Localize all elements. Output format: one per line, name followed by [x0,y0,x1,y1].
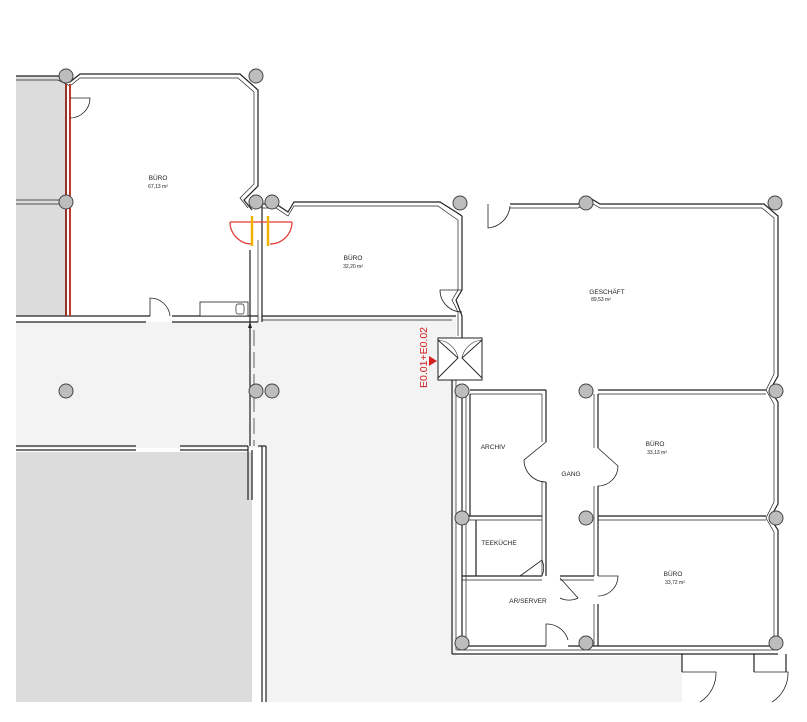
entrance-label: E0.01+E0.02 [418,327,430,388]
column [264,194,280,210]
door-gang-south[interactable] [559,577,579,601]
column [454,383,470,399]
door-buero-e2[interactable] [597,575,619,597]
column [264,383,280,399]
shaded-south-hall [16,452,252,702]
door-nw-office[interactable] [69,97,91,119]
room-name-teekueche: TEEKÜCHE [481,539,517,547]
arrow-icon [248,322,252,336]
shaded-areas [16,76,682,702]
column [454,635,470,651]
column [248,68,264,84]
doors [69,97,789,703]
column [768,383,784,399]
room-area-geschaeft: 89,53 m² [591,297,611,303]
door-nw-corridor[interactable] [149,297,171,317]
column [58,68,74,84]
room-area-buero-e1: 33,13 m² [647,450,667,456]
room-area-buero-nw: 67,13 m² [148,184,168,190]
room-name-buero-n: BÜRO [344,254,363,262]
column [578,635,594,651]
room-name-archiv: ARCHIV [481,444,506,451]
column [768,635,784,651]
column [768,510,784,526]
door-archiv[interactable] [523,441,547,483]
column [248,383,264,399]
room-name-gang: GANG [561,471,580,478]
door-exit-2[interactable] [754,671,789,703]
door-geschaeft-west[interactable] [439,289,463,313]
column [58,383,74,399]
door-exit-1[interactable] [682,671,717,703]
room-name-buero-nw: BÜRO [149,174,168,182]
column [767,195,783,211]
room-name-ar-server: AR/SERVER [509,598,547,605]
column [454,510,470,526]
door-server[interactable] [545,623,569,646]
entrance-door[interactable] [437,337,483,381]
red-triangle-icon [429,356,437,366]
room-name-buero-e1: BÜRO [646,440,665,448]
door-teekueche[interactable] [519,559,545,577]
column [578,195,594,211]
room-area-buero-n: 32,20 m² [343,264,363,270]
door-geschaeft-north[interactable] [487,204,511,229]
room-area-buero-e2: 33,72 m² [665,580,685,586]
shaded-west-strip [16,76,66,316]
fire-door[interactable] [229,216,293,246]
column [248,194,264,210]
columns [58,68,784,651]
column [58,194,74,210]
kitchen-counter [199,301,249,317]
entrance-label-group: E0.01+E0.02 [418,327,437,388]
corridor-area [16,316,682,702]
room-name-geschaeft: GESCHÄFT [589,288,624,296]
room-labels: BÜRO 67,13 m² BÜRO 32,20 m² GESCHÄFT 89,… [148,174,685,605]
door-buero-e1[interactable] [597,447,619,487]
column [452,195,468,211]
column [578,510,594,526]
column [578,383,594,399]
room-name-buero-e2: BÜRO [664,570,683,578]
